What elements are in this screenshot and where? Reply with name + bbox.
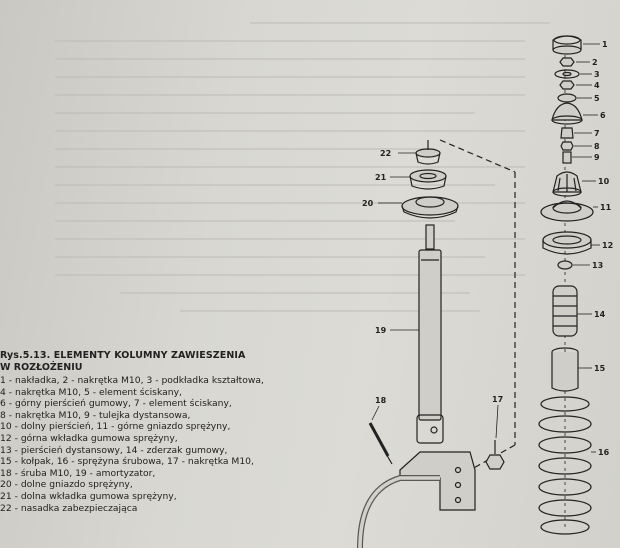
legend-line: 12 - górna wkładka gumowa sprężyny, [0,432,178,444]
bleed-through-text [55,256,485,258]
dashed-assembly-line [439,139,516,173]
part-14-bump-stop [552,285,578,337]
part-3-washer [554,69,580,79]
part-2-nut [559,57,575,67]
label-12: 12 [602,241,613,250]
label-1: 1 [602,40,608,49]
label-9: 9 [594,153,600,162]
bleed-through-text [55,112,475,114]
label-18: 18 [375,396,387,405]
part-22-protective-cap [415,140,441,165]
part-5-element [557,93,577,103]
bleed-through-text [55,184,495,186]
stabilizer-bar [357,475,440,548]
bleed-through-text [55,202,525,204]
label-20: 20 [362,199,374,208]
label-15: 15 [594,364,606,373]
part-16-coil-spring [538,396,592,535]
label-21: 21 [375,173,387,182]
figure-caption: Rys.5.13. ELEMENTY KOLUMNY ZAWIESZENIA W… [0,350,300,514]
label-4: 4 [594,81,600,90]
part-13-spacer-ring [557,260,573,270]
legend-line: 10 - dolny pierścień, 11 - górne gniazdo… [0,421,231,433]
bleed-through-text [55,76,525,78]
part-15-cover [551,347,579,392]
legend-line: 18 - śruba M10, 19 - amortyzator, [0,467,156,479]
bleed-through-text [55,58,525,60]
bleed-through-text [55,166,525,168]
legend-line: 6 - górny pierścień gumowy, 7 - element … [0,398,232,410]
bleed-through-text [55,40,525,42]
bleed-through-text [55,220,455,222]
legend-line: 13 - pierścień dystansowy, 14 - zderzak … [0,444,228,456]
caption-subtitle: W ROZŁOŻENIU [0,362,83,373]
bleed-through-text [55,238,525,240]
bleed-through-text [55,130,525,132]
label-8: 8 [594,142,600,151]
part-20-lower-spring-seat [401,196,459,219]
label-6: 6 [600,111,606,120]
part-18-bolt [368,422,393,465]
part-4-nut [559,80,575,90]
bleed-through-text [180,310,480,312]
label-14: 14 [594,310,606,319]
legend-line: 21 - dolna wkładka gumowa sprężyny, [0,490,177,502]
part-9-sleeve [562,151,572,164]
part-6-rubber-ring [551,102,583,125]
label-22: 22 [380,149,391,158]
part-21-lower-rubber-insert [409,169,447,190]
legend-line: 4 - nakrętka M10, 5 - element ściskany, [0,386,182,398]
label-5: 5 [594,94,600,103]
caption-title: Rys.5.13. ELEMENTY KOLUMNY ZAWIESZENIA [0,350,246,361]
bleed-through-text [55,148,435,150]
part-10-lower-ring [552,171,582,197]
part-19-shock-absorber [416,224,444,444]
legend-list: 1 - nakładka, 2 - nakrętka M10, 3 - podk… [0,375,300,514]
label-19: 19 [375,326,387,335]
label-13: 13 [592,261,603,270]
part-11-upper-spring-seat [540,200,594,222]
legend-line: 1 - nakładka, 2 - nakrętka M10, 3 - podk… [0,375,264,386]
label-7: 7 [594,129,600,138]
bleed-through-text [250,22,550,24]
legend-line: 20 - dolne gniazdo sprężyny, [0,479,133,491]
legend-line: 22 - nasadka zabezpieczająca [0,502,138,514]
legend-line: 15 - kołpak, 16 - sprężyna śrubowa, 17 -… [0,456,254,468]
bleed-through-text [55,94,525,96]
label-10: 10 [598,177,610,186]
label-17: 17 [492,395,503,404]
part-8-nut [560,141,574,151]
label-2: 2 [592,58,598,67]
part-7-element [560,127,574,139]
bleed-through-text [55,274,525,276]
label-3: 3 [594,70,600,79]
part-12-upper-rubber-insert [542,231,592,255]
bleed-through-text [120,292,470,294]
legend-line: 8 - nakrętka M10, 9 - tulejka dystansowa… [0,409,191,421]
part-1-cap [552,35,582,55]
label-16: 16 [598,448,610,457]
part-17-nut [485,440,505,470]
label-11: 11 [600,203,612,212]
